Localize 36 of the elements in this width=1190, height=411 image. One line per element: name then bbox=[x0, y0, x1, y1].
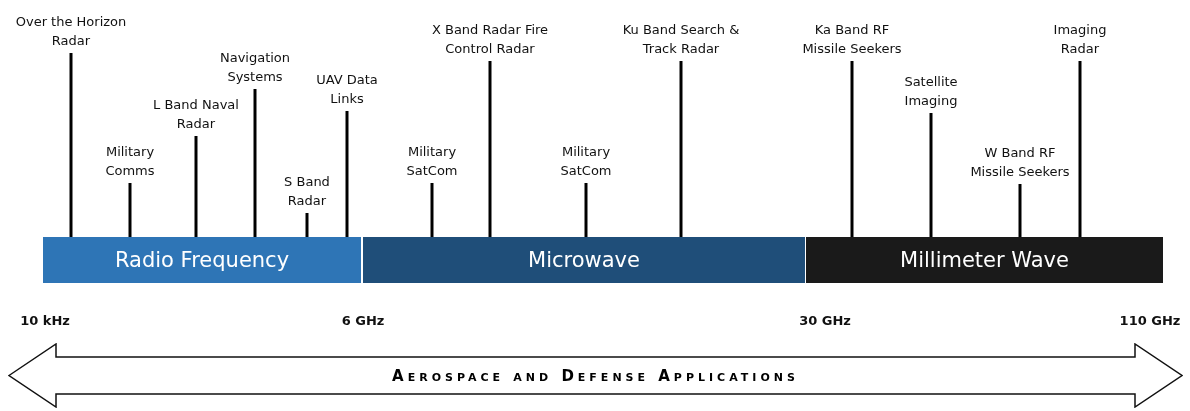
leader-line bbox=[194, 136, 198, 237]
leader-line bbox=[1018, 184, 1022, 237]
application-label: Navigation Systems bbox=[200, 48, 310, 86]
leader-line bbox=[850, 61, 854, 237]
application-label: Over the Horizon Radar bbox=[11, 12, 131, 50]
leader-line bbox=[1078, 61, 1082, 237]
frequency-label: 110 GHz bbox=[1119, 313, 1181, 328]
application-label: Ka Band RF Missile Seekers bbox=[797, 20, 907, 58]
leader-line bbox=[128, 183, 132, 237]
leader-line bbox=[929, 113, 933, 237]
frequency-band-bar: Radio Frequency bbox=[43, 237, 361, 283]
leader-line bbox=[488, 61, 492, 237]
frequency-label: 10 kHz bbox=[20, 313, 70, 328]
application-label: Ku Band Search & Track Radar bbox=[617, 20, 745, 58]
application-label: Military SatCom bbox=[387, 142, 477, 180]
application-label: Satellite Imaging bbox=[886, 72, 976, 110]
arrow-label: Aerospace and Defense Applications bbox=[391, 365, 800, 386]
application-label: Military Comms bbox=[85, 142, 175, 180]
leader-line bbox=[679, 61, 683, 237]
leader-line bbox=[430, 183, 434, 237]
application-label: W Band RF Missile Seekers bbox=[966, 143, 1074, 181]
frequency-band-bar: Microwave bbox=[363, 237, 805, 283]
frequency-label: 6 GHz bbox=[341, 313, 385, 328]
application-label: S Band Radar bbox=[267, 172, 347, 210]
application-label: X Band Radar Fire Control Radar bbox=[425, 20, 555, 58]
leader-line bbox=[584, 183, 588, 237]
frequency-label: 30 GHz bbox=[799, 313, 851, 328]
application-label: Imaging Radar bbox=[1040, 20, 1120, 58]
application-label: UAV Data Links bbox=[307, 70, 387, 108]
application-label: Military SatCom bbox=[541, 142, 631, 180]
leader-line bbox=[345, 111, 349, 237]
leader-line bbox=[305, 213, 309, 237]
application-label: L Band Naval Radar bbox=[141, 95, 251, 133]
leader-line bbox=[253, 89, 257, 237]
leader-line bbox=[69, 53, 73, 237]
frequency-band-bar: Millimeter Wave bbox=[806, 237, 1163, 283]
